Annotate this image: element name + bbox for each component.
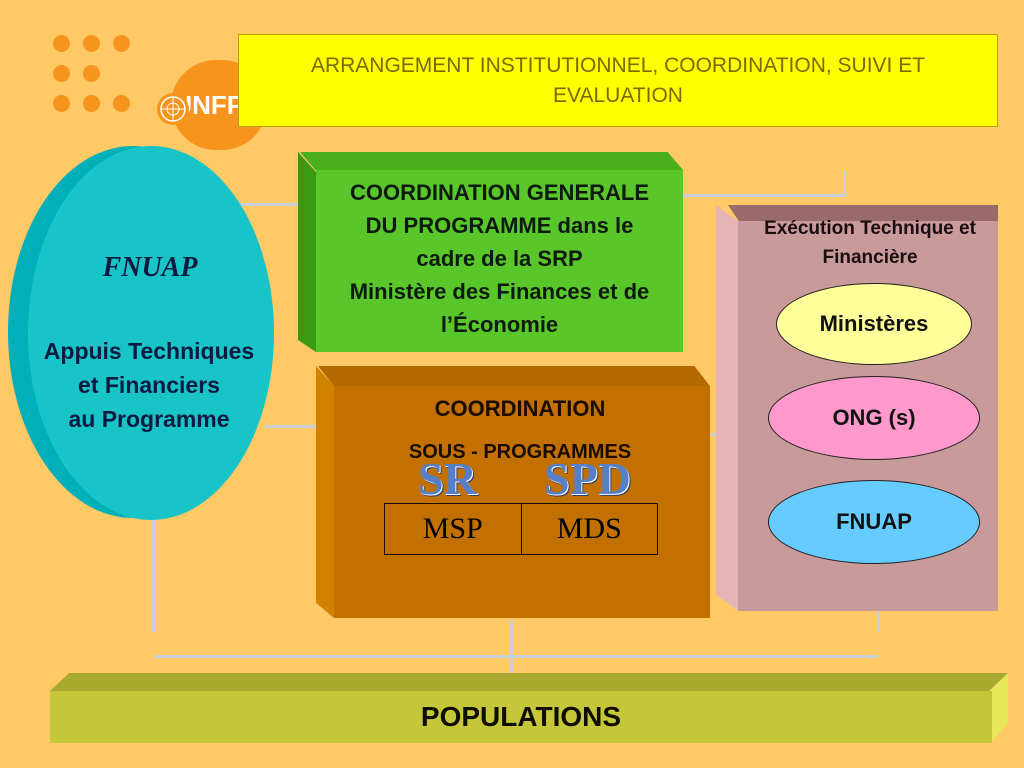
logo-dot (113, 35, 130, 52)
connector-line (152, 495, 155, 632)
connector-line (265, 425, 317, 428)
coordination-generale-text: COORDINATION GENERALE DU PROGRAMME dans … (316, 176, 683, 341)
logo-dot (83, 65, 100, 82)
sous-programmes-box-top (318, 366, 710, 386)
sous-programmes-box (334, 386, 710, 618)
fnuap-ellipse (28, 146, 274, 520)
coordination-generale-box-side (298, 152, 316, 352)
execution-title-line: Exécution Technique et (764, 218, 976, 239)
populations-bar-side (990, 673, 1008, 743)
actor-ong-oval: ONG (s) (768, 376, 980, 460)
connector-line (230, 203, 300, 206)
ministry-msp-cell: MSP (422, 512, 483, 545)
ministry-table: MSP MDS (384, 503, 658, 555)
logo-dot (83, 95, 100, 112)
execution-box-side (716, 205, 738, 611)
ministry-mds-cell: MDS (520, 504, 658, 554)
execution-title: Exécution Technique et Financière (740, 214, 1000, 272)
logo-dot (83, 35, 100, 52)
populations-bar-top (50, 673, 1008, 691)
coord-gen-line: cadre de la SRP (416, 246, 583, 271)
fnuap-line: au Programme (68, 406, 230, 432)
logo-dot (53, 35, 70, 52)
actor-ministeres-oval: Ministères (776, 283, 972, 365)
coord-gen-line: Ministère des Finances et de (349, 279, 650, 304)
program-spd-label: SPD (544, 453, 631, 504)
coordination-generale-box-top (300, 152, 683, 170)
connector-line (154, 655, 878, 658)
coord-gen-line: COORDINATION GENERALE (349, 180, 650, 205)
slide-title: ARRANGEMENT INSTITUTIONNEL, COORDINATION… (238, 34, 998, 127)
execution-title-line: Financière (822, 247, 918, 268)
actor-fnuap-oval: FNUAP (768, 480, 980, 564)
unfpa-logo: UNFPA (53, 35, 267, 150)
logo-dot (53, 65, 70, 82)
populations-bar: POPULATIONS (50, 691, 992, 743)
fnuap-title: FNUAP (102, 252, 198, 283)
sous-programmes-box-side (316, 366, 334, 618)
fnuap-description: Appuis Techniques et Financiers au Progr… (30, 334, 268, 436)
logo-dot (113, 95, 130, 112)
sous-programmes-label: SOUS - PROGRAMMES (408, 441, 632, 463)
fnuap-line: Appuis Techniques (43, 338, 255, 364)
connector-line (510, 620, 513, 673)
connector-line (843, 170, 846, 197)
coordination-label: COORDINATION (434, 396, 606, 421)
execution-box-top (728, 205, 998, 221)
fnuap-line: et Financiers (78, 372, 220, 398)
un-emblem-icon (157, 93, 189, 125)
coord-gen-line: l’Économie (440, 312, 559, 337)
program-sr-label: SR (418, 453, 477, 504)
connector-line (683, 194, 845, 197)
coord-gen-line: DU PROGRAMME dans le (365, 213, 634, 238)
coordination-generale-box (316, 170, 683, 352)
logo-dot (53, 95, 70, 112)
